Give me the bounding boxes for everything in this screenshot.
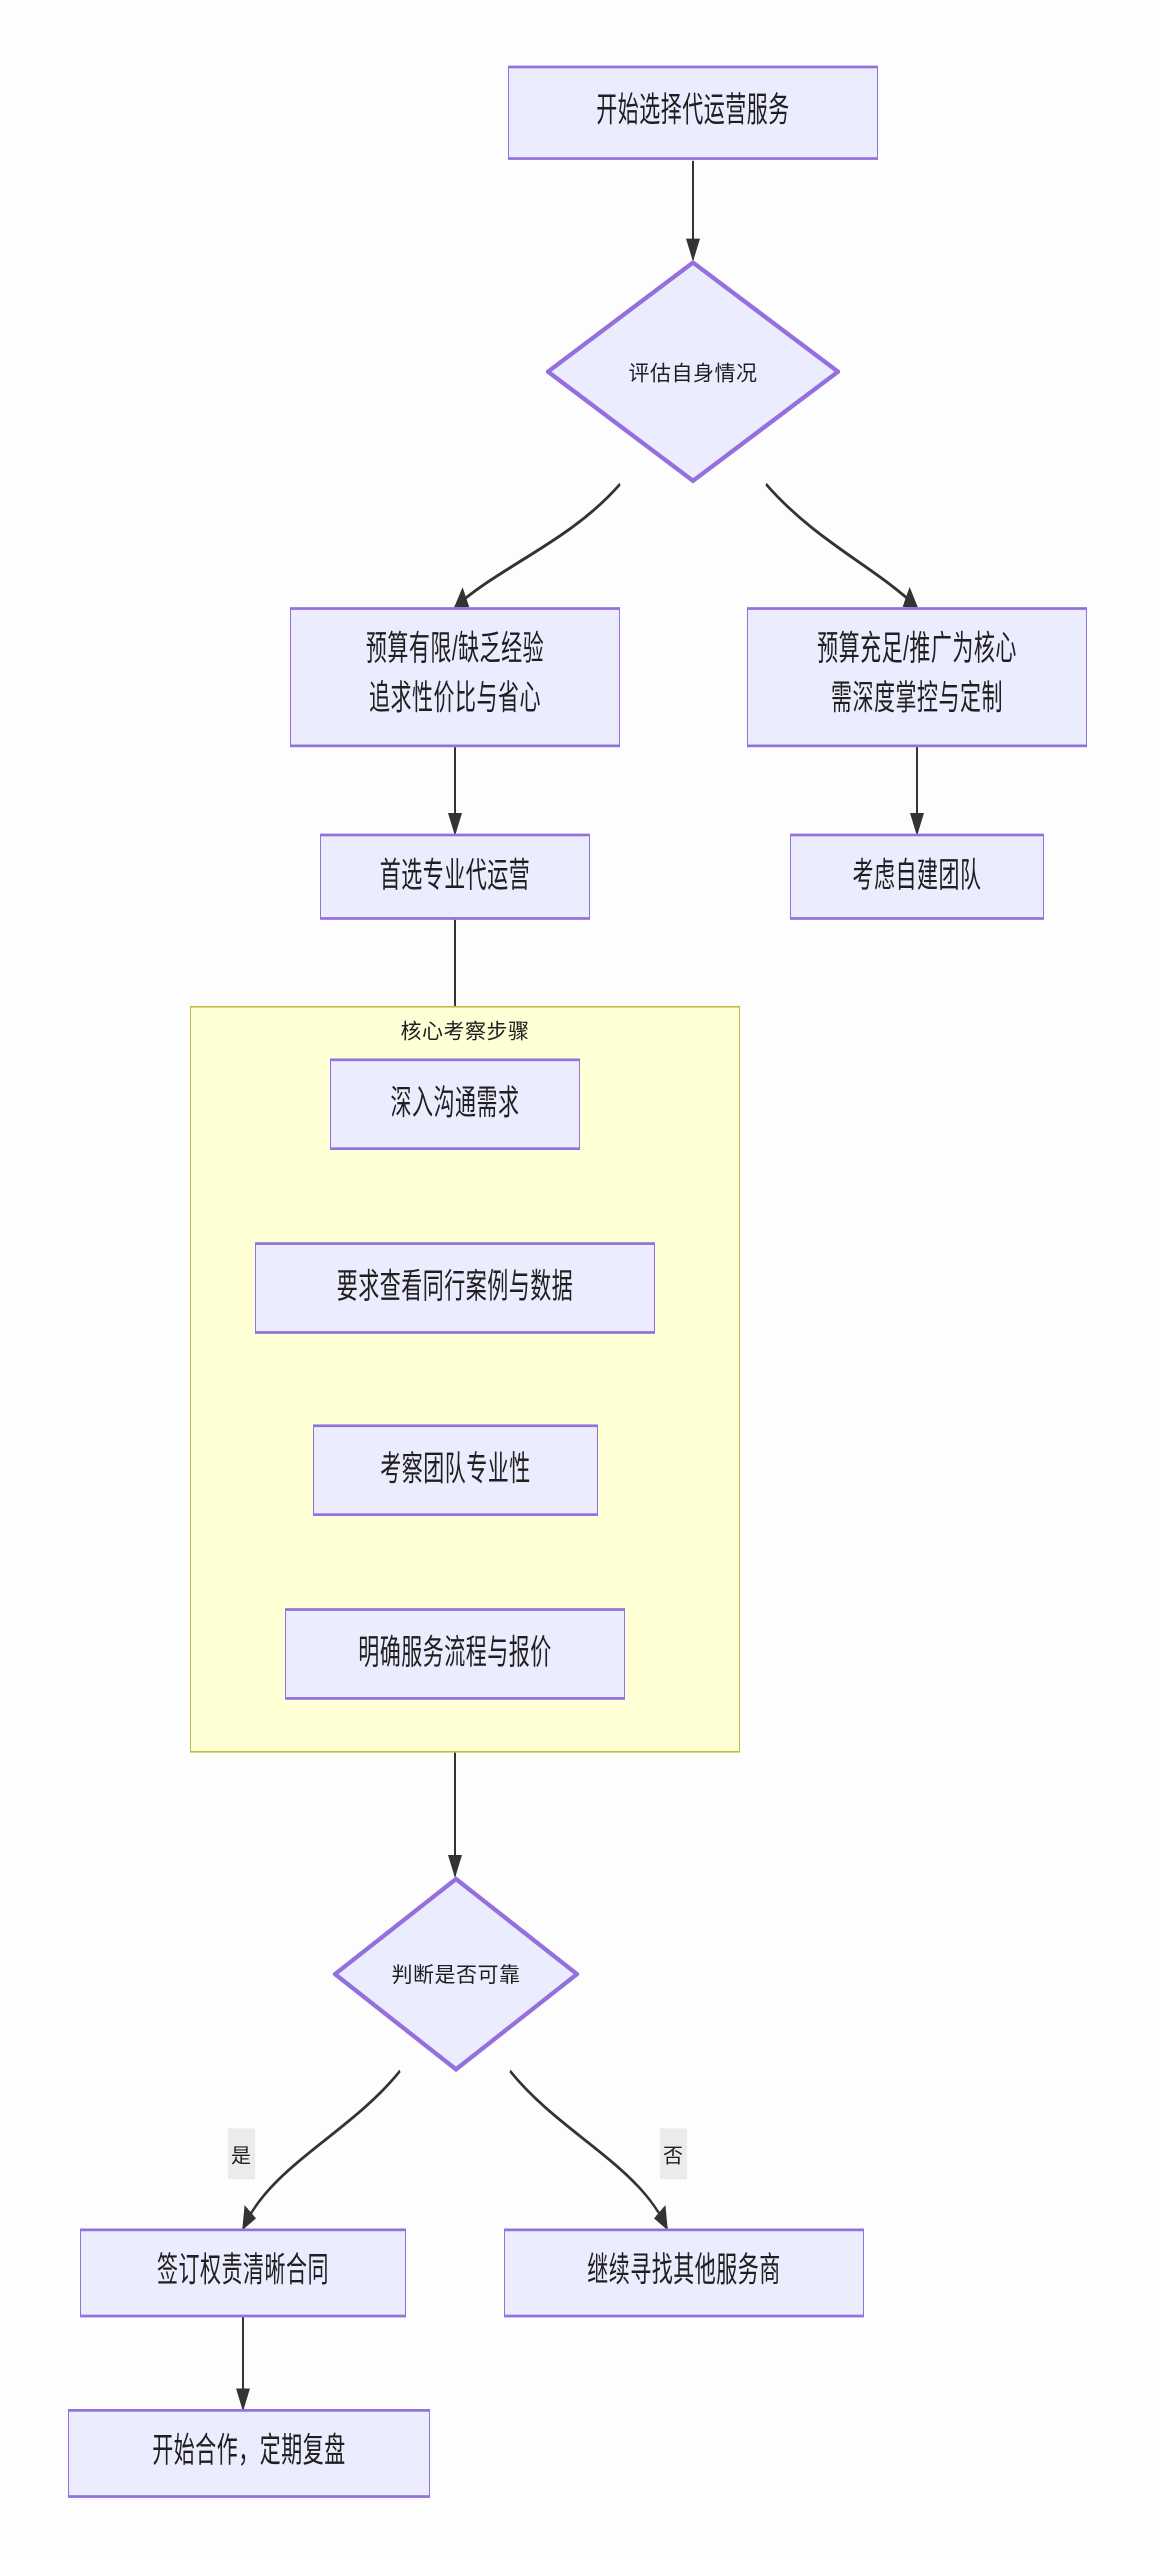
- node-prefer-agency[interactable]: 首选专业代运营: [320, 833, 590, 919]
- node-cooperate[interactable]: 开始合作，定期复盘: [68, 2409, 430, 2498]
- node-assess-label: 评估自身情况: [628, 361, 758, 385]
- node-start[interactable]: 开始选择代运营服务: [508, 65, 878, 161]
- node-step2[interactable]: 要求查看同行案例与数据: [255, 1242, 655, 1333]
- node-build-team[interactable]: 考虑自建团队: [790, 833, 1044, 919]
- edge-assess-to-right: [765, 482, 919, 609]
- edge-judge-yes: [242, 2069, 401, 2231]
- edge-label-yes: 是: [228, 2128, 255, 2180]
- edge-label-no: 否: [660, 2128, 687, 2180]
- node-branch-left[interactable]: 预算有限/缺乏经验 追求性价比与省心: [290, 607, 620, 747]
- edge-assess-to-left: [453, 482, 621, 609]
- node-assess[interactable]: 评估自身情况: [546, 259, 840, 484]
- node-judge[interactable]: 判断是否可靠: [333, 1876, 579, 2073]
- cluster-core-steps-title: 核心考察步骤: [400, 1020, 530, 1044]
- diamond-shape: [333, 1876, 579, 2073]
- node-step4[interactable]: 明确服务流程与报价: [285, 1608, 625, 1699]
- node-keep-looking[interactable]: 继续寻找其他服务商: [504, 2228, 864, 2318]
- node-branch-right[interactable]: 预算充足/推广为核心 需深度掌控与定制: [747, 607, 1087, 747]
- diamond-shape: [546, 259, 840, 484]
- edge-judge-no: [509, 2069, 668, 2231]
- node-step3[interactable]: 考察团队专业性: [313, 1424, 598, 1515]
- node-judge-label: 判断是否可靠: [391, 1964, 521, 1988]
- node-step1[interactable]: 深入沟通需求: [330, 1058, 580, 1149]
- node-sign-contract[interactable]: 签订权责清晰合同: [80, 2228, 406, 2318]
